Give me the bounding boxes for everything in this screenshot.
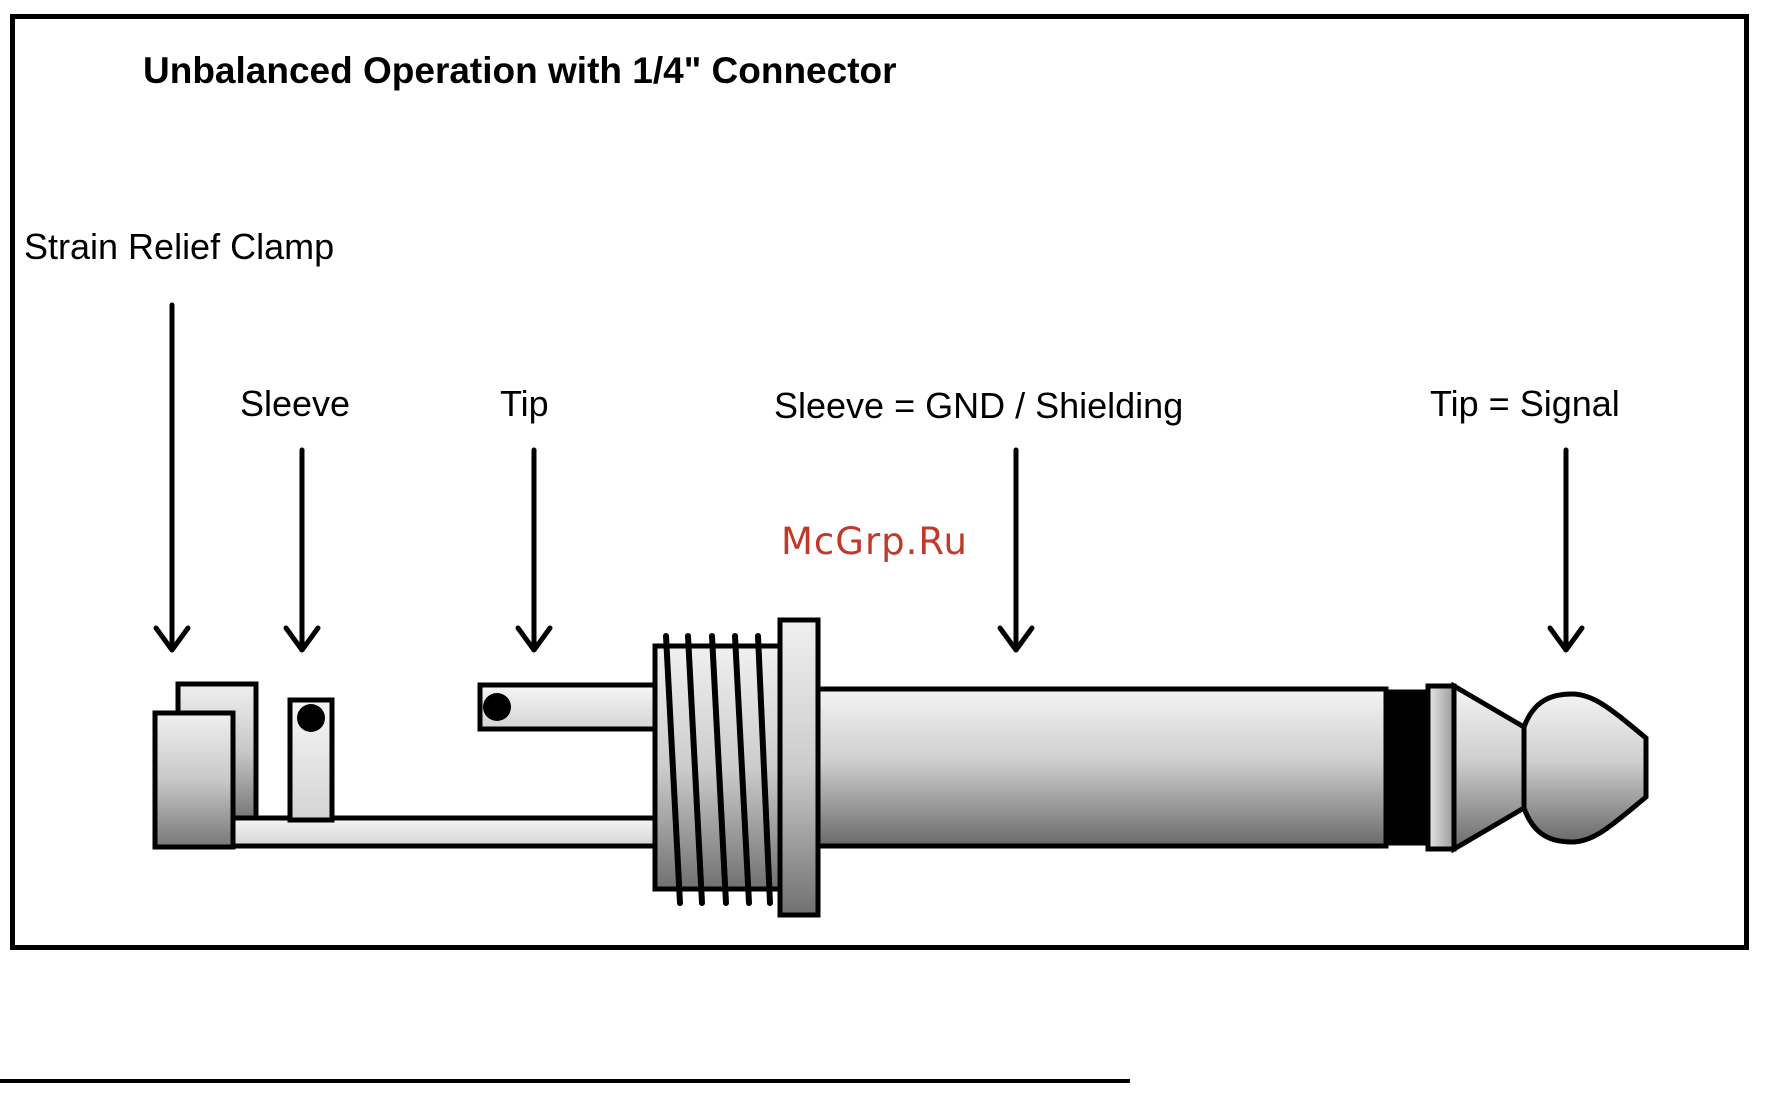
arrow-tip-signal bbox=[1550, 450, 1582, 650]
footer-rule bbox=[0, 1079, 1130, 1083]
watermark-text: McGrp.Ru bbox=[781, 520, 968, 563]
sleeve-barrel bbox=[818, 689, 1386, 846]
tip-solder-hole bbox=[483, 693, 511, 721]
flange-washer bbox=[780, 620, 818, 915]
pointer-arrows bbox=[156, 305, 1582, 650]
sleeve-solder-hole bbox=[297, 704, 325, 732]
tip-ring bbox=[1428, 686, 1454, 849]
arrow-tip-terminal bbox=[518, 450, 550, 650]
tip-head bbox=[1524, 694, 1646, 842]
tip-cone bbox=[1454, 686, 1524, 849]
quarter-inch-plug bbox=[155, 620, 1646, 915]
arrow-sleeve-terminal bbox=[286, 450, 318, 650]
arrow-sleeve-gnd bbox=[1000, 450, 1032, 650]
strain-relief-front bbox=[155, 713, 233, 847]
insulator-ring bbox=[1386, 692, 1428, 843]
arrow-strain-relief-clamp bbox=[156, 305, 188, 650]
